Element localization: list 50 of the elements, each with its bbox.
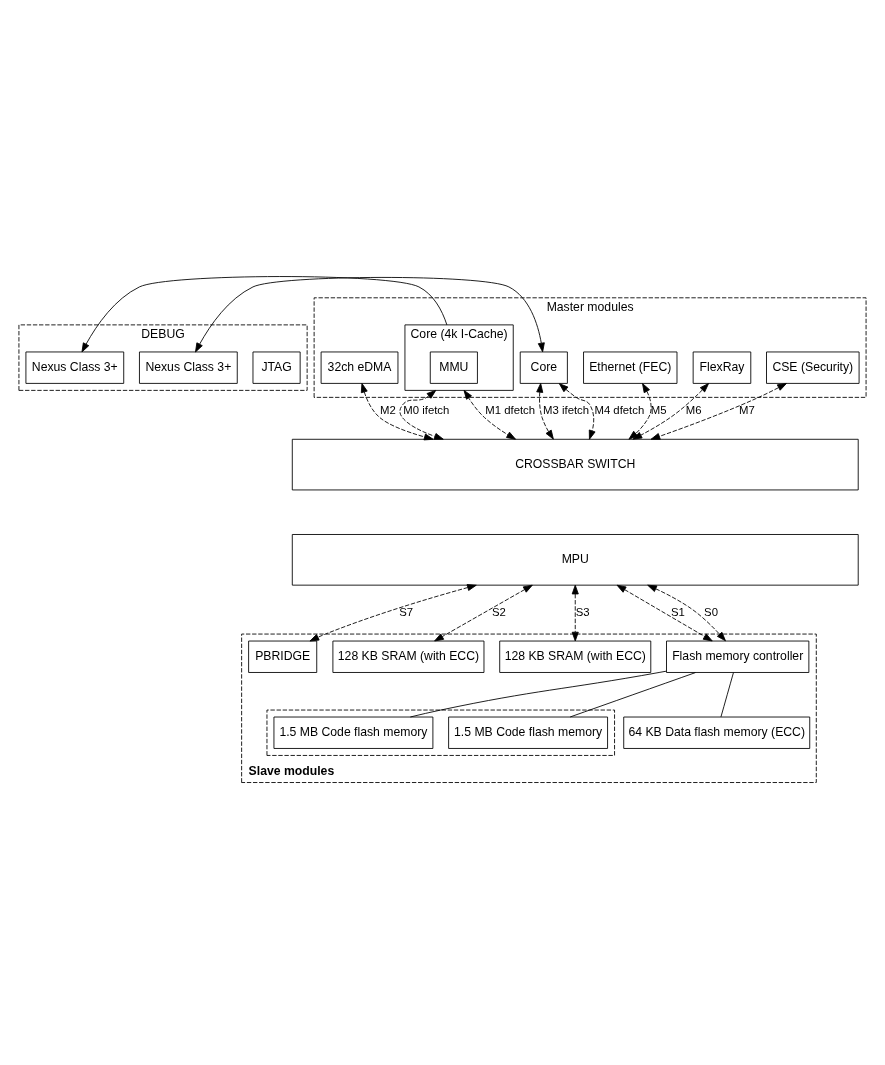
node-box: Nexus Class 3+ [139, 351, 238, 384]
edge-label: M4 dfetch [594, 403, 645, 416]
cluster [266, 709, 615, 756]
edge-label: M0 ifetch [403, 403, 450, 416]
edge-label: M6 [685, 403, 702, 416]
node-box: PBRIDGE [248, 640, 318, 673]
node-box: Flash memory controller [666, 640, 810, 673]
node-box: CSE (Security) [766, 351, 860, 384]
node-box: Ethernet (FEC) [583, 351, 678, 384]
node-box: 1.5 MB Code flash memory [273, 716, 434, 749]
node-box: FlexRay [692, 351, 752, 384]
node-box: MPU [291, 533, 859, 586]
node-box: Core [519, 351, 568, 384]
arrow [434, 584, 533, 641]
node-box: Nexus Class 3+ [25, 351, 125, 384]
edge-label: M2 [380, 403, 396, 416]
arrow [628, 382, 652, 440]
arrow [650, 382, 787, 440]
arrow [616, 584, 713, 641]
arrow [647, 584, 726, 641]
arrow [309, 583, 477, 641]
connector [720, 671, 734, 717]
node-box: 1.5 MB Code flash memory [448, 716, 608, 749]
edge-label: S3 [575, 605, 590, 618]
node-box: MMU [429, 351, 478, 384]
node-box: 64 KB Data flash memory (ECC) [623, 716, 811, 749]
edge-label: S2 [491, 605, 506, 618]
arrow [632, 382, 709, 440]
edge-label: M1 dfetch [485, 403, 536, 416]
edge-label: S0 [704, 605, 718, 618]
edge-label: S7 [399, 605, 414, 618]
edge-label: S1 [670, 605, 685, 618]
arrow [571, 584, 579, 641]
edge-label: M3 ifetch [543, 403, 590, 416]
arrow [399, 389, 444, 440]
connector [569, 671, 696, 717]
arrow [463, 389, 516, 440]
node-box: JTAG [252, 351, 301, 384]
edge-label: M7 [738, 403, 755, 416]
arrow [558, 382, 596, 440]
node-box: 128 KB SRAM (with ECC) [499, 640, 652, 673]
node-box: 32ch eDMA [320, 351, 399, 384]
arrow [81, 275, 448, 352]
arrow [195, 276, 545, 352]
arrow [360, 382, 434, 440]
node-box: 128 KB SRAM (with ECC) [332, 640, 485, 673]
connector [409, 670, 667, 717]
node-box: CROSSBAR SWITCH [291, 438, 859, 490]
edge-label: M5 [650, 403, 667, 416]
arrow [536, 382, 554, 440]
